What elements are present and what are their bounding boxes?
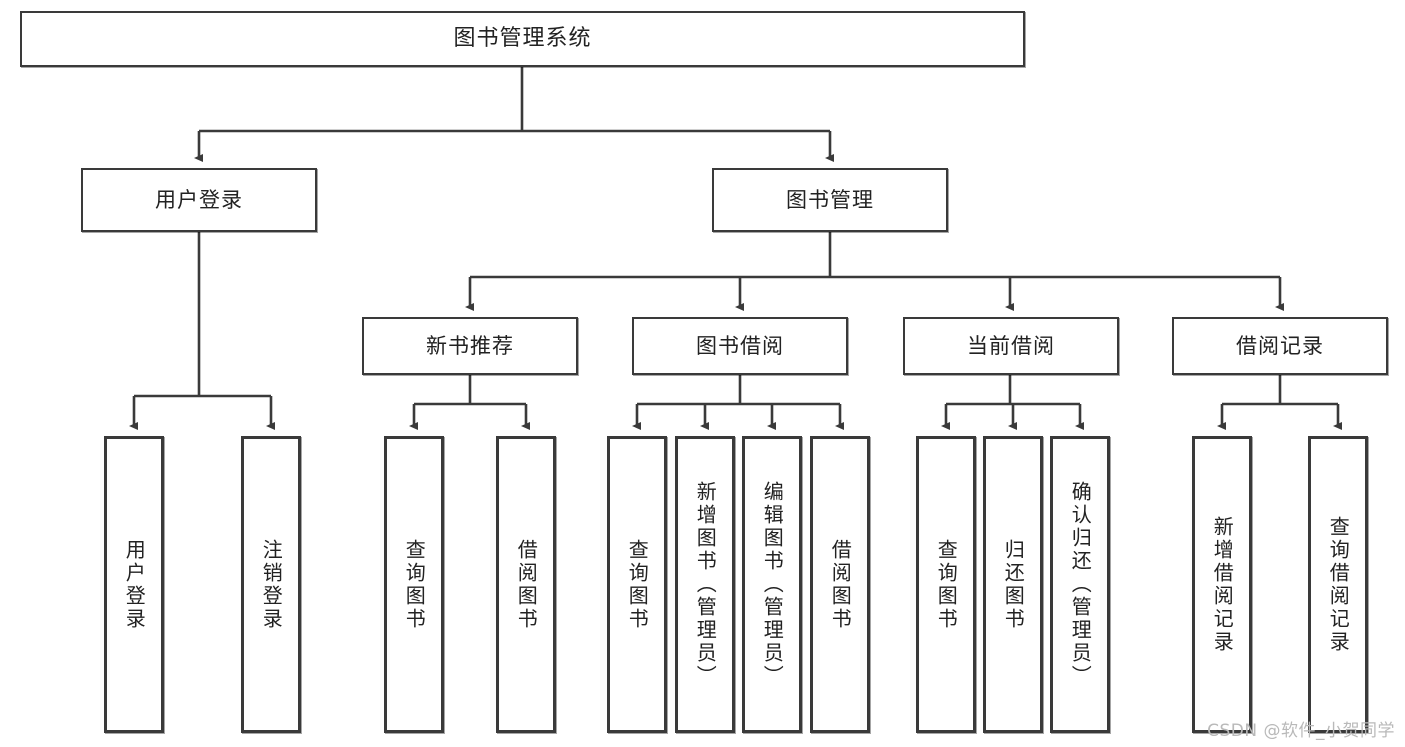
- node-label: 编辑图书（管理员）: [760, 481, 785, 688]
- node-book-borrow[interactable]: 图书借阅: [632, 317, 848, 375]
- node-current-borrow[interactable]: 当前借阅: [903, 317, 1119, 375]
- node-book-management[interactable]: 图书管理: [712, 168, 948, 232]
- node-borrow-record[interactable]: 借阅记录: [1172, 317, 1388, 375]
- node-label: 图书管理: [786, 187, 874, 212]
- leaf-book-borrow-borrow-book[interactable]: 借阅图书: [810, 436, 870, 733]
- node-label: 新增图书（管理员）: [693, 481, 718, 688]
- node-label: 注销登录: [259, 538, 284, 631]
- leaf-user-login-login[interactable]: 用户登录: [104, 436, 164, 733]
- node-label: 借阅记录: [1236, 333, 1324, 358]
- leaf-current-borrow-return-book[interactable]: 归还图书: [983, 436, 1043, 733]
- leaf-borrow-record-add-record[interactable]: 新增借阅记录: [1192, 436, 1252, 733]
- leaf-borrow-record-query-record[interactable]: 查询借阅记录: [1308, 436, 1368, 733]
- node-new-book-recommend[interactable]: 新书推荐: [362, 317, 578, 375]
- watermark-text: CSDN @软件_小贺同学: [1207, 721, 1395, 741]
- node-label: 用户登录: [122, 538, 147, 631]
- node-label: 借阅图书: [514, 538, 539, 631]
- node-label: 归还图书: [1001, 538, 1026, 631]
- node-label: 新增借阅记录: [1210, 515, 1235, 654]
- node-label: 查询图书: [934, 538, 959, 631]
- leaf-current-borrow-confirm-return-admin[interactable]: 确认归还（管理员）: [1050, 436, 1110, 733]
- node-label: 新书推荐: [426, 333, 514, 358]
- node-label: 查询借阅记录: [1326, 515, 1351, 654]
- node-label: 图书借阅: [696, 333, 784, 358]
- node-label: 确认归还（管理员）: [1068, 481, 1093, 688]
- leaf-new-book-borrow-book[interactable]: 借阅图书: [496, 436, 556, 733]
- leaf-book-borrow-query-book[interactable]: 查询图书: [607, 436, 667, 733]
- node-label: 查询图书: [625, 538, 650, 631]
- leaf-book-borrow-edit-book-admin[interactable]: 编辑图书（管理员）: [742, 436, 802, 733]
- node-label: 当前借阅: [967, 333, 1055, 358]
- node-label: 借阅图书: [828, 538, 853, 631]
- leaf-book-borrow-add-book-admin[interactable]: 新增图书（管理员）: [675, 436, 735, 733]
- node-label: 用户登录: [155, 187, 243, 212]
- node-root-book-management-system[interactable]: 图书管理系统: [20, 11, 1025, 67]
- node-user-login[interactable]: 用户登录: [81, 168, 317, 232]
- leaf-user-login-logout[interactable]: 注销登录: [241, 436, 301, 733]
- node-label: 查询图书: [402, 538, 427, 631]
- node-label: 图书管理系统: [453, 26, 592, 52]
- leaf-new-book-query-book[interactable]: 查询图书: [384, 436, 444, 733]
- leaf-current-borrow-query-book[interactable]: 查询图书: [916, 436, 976, 733]
